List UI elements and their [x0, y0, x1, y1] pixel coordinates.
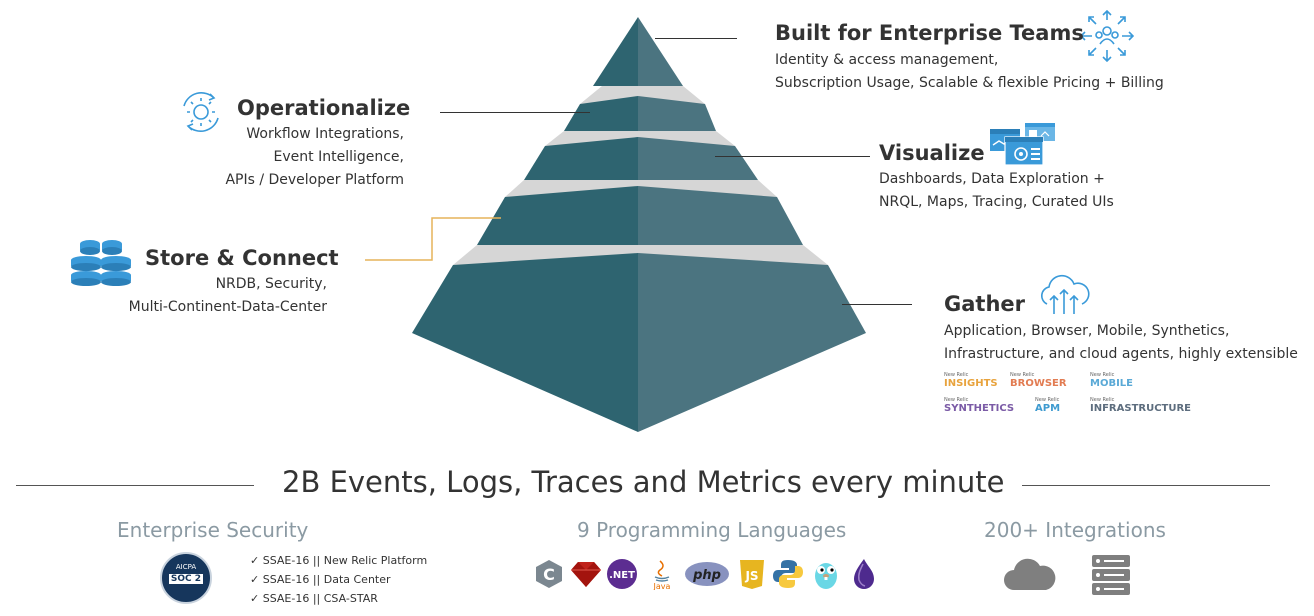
- svg-text:JS: JS: [744, 569, 758, 583]
- integrations-title: 200+ Integrations: [984, 518, 1166, 542]
- pyramid-tier-4-right: [638, 186, 803, 245]
- go-gopher-icon: [815, 563, 837, 589]
- elixir-icon: [854, 559, 874, 589]
- store-line-1: NRDB, Security,: [215, 276, 327, 292]
- dotnet-icon: .NET: [607, 559, 637, 589]
- enterprise-line-2: Subscription Usage, Scalable & flexible …: [775, 75, 1164, 91]
- security-check-1: ✓ SSAE-16 || New Relic Platform: [250, 554, 428, 567]
- gear-cycle-icon: [183, 92, 219, 132]
- org-network-icon: [1080, 10, 1134, 62]
- headline-rule-left: [16, 485, 254, 486]
- svg-text:.NET: .NET: [609, 570, 635, 581]
- enterprise-title: Built for Enterprise Teams: [775, 21, 1084, 45]
- pyramid-tier-3-right: [638, 137, 758, 180]
- svg-text:Java: Java: [653, 582, 671, 590]
- enterprise-line-1: Identity & access management,: [775, 52, 999, 68]
- cloud-icon: [1004, 558, 1056, 590]
- gather-title: Gather: [944, 292, 1025, 316]
- security-check-3: ✓ SSAE-16 || CSA-STAR: [250, 592, 378, 605]
- store-desc: NRDB, Security, Multi-Continent-Data-Cen…: [129, 273, 327, 319]
- database-stack-icon: [71, 240, 131, 286]
- security-title: Enterprise Security: [117, 518, 309, 542]
- languages-title: 9 Programming Languages: [577, 518, 847, 542]
- store-line-2: Multi-Continent-Data-Center: [128, 299, 327, 315]
- c-language-icon: C: [536, 560, 562, 588]
- pyramid-tier-5-left: [412, 253, 638, 432]
- operationalize-line-3: APIs / Developer Platform: [225, 172, 404, 188]
- connector-visualize: [715, 156, 870, 157]
- visualize-desc: Dashboards, Data Exploration + NRQL, Map…: [879, 168, 1114, 214]
- visualize-line-1: Dashboards, Data Exploration +: [879, 171, 1105, 187]
- pyramid-tier-4-left: [477, 186, 638, 245]
- svg-text:php: php: [692, 568, 721, 583]
- ruby-icon: [571, 562, 601, 587]
- pyramid: [412, 17, 866, 432]
- soc2-badge: AICPA SOC 2: [160, 552, 212, 604]
- java-icon: Java: [653, 560, 671, 590]
- pyramid-tier-1-left: [593, 17, 638, 86]
- visualize-title: Visualize: [879, 141, 985, 165]
- operationalize-desc: Workflow Integrations, Event Intelligenc…: [225, 123, 404, 192]
- gather-desc: Application, Browser, Mobile, Synthetics…: [944, 320, 1298, 366]
- pyramid-tier-1-right: [638, 17, 683, 86]
- python-icon: [773, 560, 803, 588]
- operationalize-line-1: Workflow Integrations,: [246, 126, 404, 142]
- dashboard-windows-icon: [990, 123, 1055, 166]
- soc2-badge-main: SOC 2: [169, 574, 203, 584]
- security-checks: ✓ SSAE-16 || New Relic Platform ✓ SSAE-1…: [250, 551, 427, 608]
- headline: 2B Events, Logs, Traces and Metrics ever…: [282, 465, 1005, 499]
- pyramid-tier-3-left: [524, 137, 638, 180]
- pyramid-tier-2-left: [564, 96, 638, 131]
- operationalize-line-2: Event Intelligence,: [273, 149, 404, 165]
- javascript-icon: JS: [740, 560, 764, 589]
- visualize-line-2: NRQL, Maps, Tracing, Curated UIs: [879, 194, 1114, 210]
- cloud-upload-icon: [1041, 274, 1090, 314]
- store-title: Store & Connect: [145, 246, 339, 270]
- pyramid-tier-2-right: [638, 96, 716, 131]
- connector-operationalize: [440, 112, 590, 113]
- connector-store: [365, 217, 501, 261]
- pyramid-band-1: [580, 86, 705, 104]
- enterprise-desc: Identity & access management, Subscripti…: [775, 49, 1164, 95]
- gather-line-1: Application, Browser, Mobile, Synthetics…: [944, 323, 1230, 339]
- operationalize-title: Operationalize: [237, 96, 411, 120]
- svg-text:C: C: [543, 565, 555, 584]
- connector-gather: [842, 304, 912, 305]
- gather-line-2: Infrastructure, and cloud agents, highly…: [944, 346, 1298, 362]
- connector-enterprise: [655, 38, 737, 39]
- pyramid-tier-5-right: [638, 253, 866, 432]
- soc2-badge-top: AICPA: [175, 563, 197, 571]
- headline-rule-right: [1022, 485, 1270, 486]
- server-icon: [1092, 555, 1130, 595]
- php-icon: php: [685, 562, 729, 586]
- security-check-2: ✓ SSAE-16 || Data Center: [250, 573, 391, 586]
